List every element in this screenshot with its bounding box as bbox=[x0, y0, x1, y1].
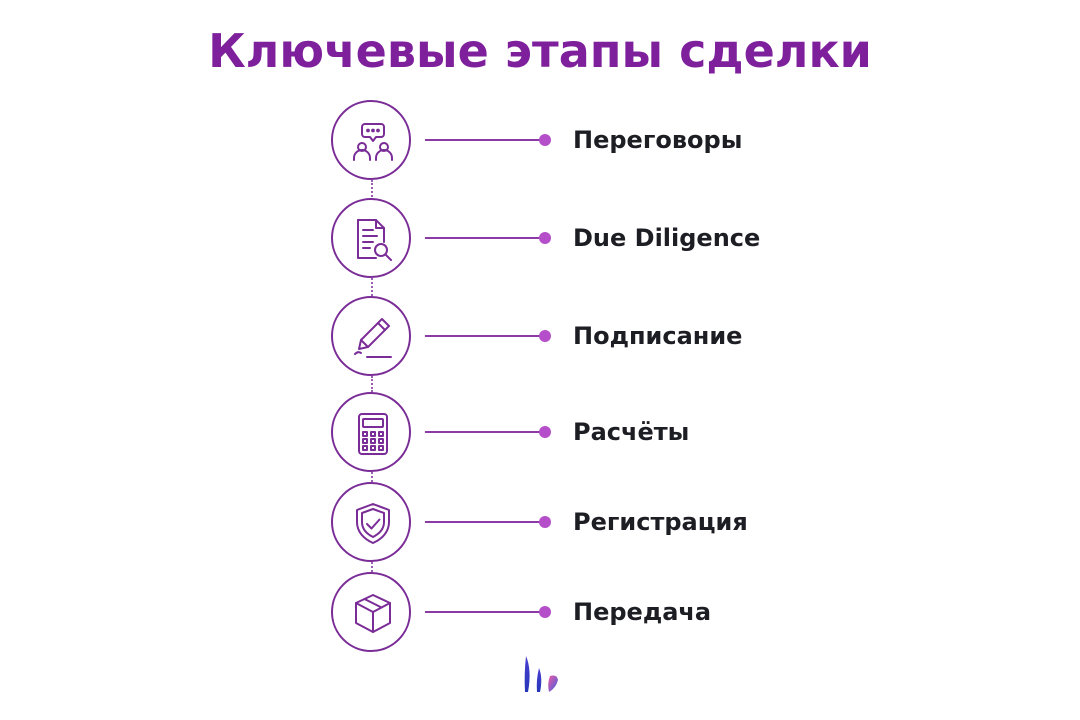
step-icon-circle bbox=[331, 572, 411, 652]
step-icon-circle bbox=[331, 100, 411, 180]
step-registration: Регистрация bbox=[0, 482, 1080, 562]
step-label: Передача bbox=[573, 598, 712, 626]
brand-logo-icon bbox=[524, 656, 558, 692]
step-icon-circle bbox=[331, 482, 411, 562]
diagram-title: Ключевые этапы сделки bbox=[208, 24, 872, 78]
step-leader-line bbox=[425, 335, 541, 337]
step-dot bbox=[539, 426, 551, 438]
step-dot bbox=[539, 232, 551, 244]
step-settlements: Расчёты bbox=[0, 392, 1080, 472]
timeline-connector bbox=[371, 278, 373, 296]
step-leader-line bbox=[425, 237, 541, 239]
step-icon-circle bbox=[331, 198, 411, 278]
step-negotiation: Переговоры bbox=[0, 100, 1080, 180]
step-dot bbox=[539, 330, 551, 342]
document-search-icon bbox=[357, 219, 392, 261]
timeline-connector bbox=[371, 180, 373, 200]
step-dot bbox=[539, 516, 551, 528]
step-label: Подписание bbox=[573, 322, 743, 350]
timeline-connector bbox=[371, 562, 373, 572]
step-label: Due Diligence bbox=[573, 224, 761, 252]
step-label: Регистрация bbox=[573, 508, 748, 536]
step-signing: Подписание bbox=[0, 296, 1080, 376]
step-dot bbox=[539, 134, 551, 146]
step-leader-line bbox=[425, 431, 541, 433]
pen-signature-icon bbox=[354, 318, 392, 358]
step-icon-circle bbox=[331, 296, 411, 376]
timeline-connector bbox=[371, 376, 373, 392]
shield-check-icon bbox=[356, 503, 390, 544]
package-box-icon bbox=[355, 594, 391, 633]
negotiation-icon bbox=[353, 123, 393, 161]
step-label: Расчёты bbox=[573, 418, 690, 446]
step-transfer: Передача bbox=[0, 572, 1080, 652]
step-leader-line bbox=[425, 611, 541, 613]
timeline-connector bbox=[371, 472, 373, 482]
step-dot bbox=[539, 606, 551, 618]
step-label: Переговоры bbox=[573, 126, 743, 154]
step-due-diligence: Due Diligence bbox=[0, 198, 1080, 278]
step-leader-line bbox=[425, 521, 541, 523]
calculator-icon bbox=[358, 413, 388, 455]
step-icon-circle bbox=[331, 392, 411, 472]
step-leader-line bbox=[425, 139, 541, 141]
